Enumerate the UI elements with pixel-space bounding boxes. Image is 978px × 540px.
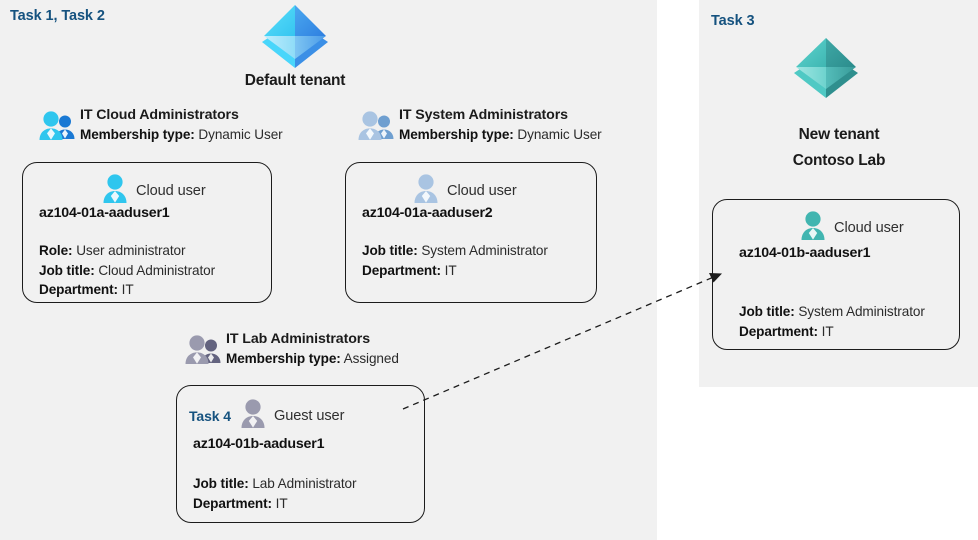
user-type-label: Cloud user (834, 219, 904, 236)
user-card-az104-01a-aaduser2: Cloud user az104-01a-aaduser2 Job title:… (345, 162, 597, 303)
user-properties: Job title: System Administrator Departme… (739, 302, 925, 341)
property-label: Job title: (39, 262, 95, 278)
user-property-row: Role: User administrator (39, 241, 215, 261)
user-property-row: Job title: Lab Administrator (193, 474, 357, 494)
user-properties: Job title: Lab Administrator Department:… (193, 474, 357, 514)
property-label: Job title: (739, 304, 795, 319)
group-users-icon (357, 110, 395, 142)
property-label: Job title: (193, 476, 249, 491)
user-property-row: Job title: Cloud Administrator (39, 261, 215, 281)
property-label: Department: (39, 282, 118, 297)
property-value: IT (275, 495, 288, 511)
property-value: System Administrator (798, 304, 925, 319)
property-label: Department: (193, 495, 272, 511)
user-property-row: Department: IT (739, 322, 925, 342)
property-label: Job title: (362, 243, 418, 258)
user-card-az104-01a-aaduser1: Cloud user az104-01a-aaduser1 Role: User… (22, 162, 272, 303)
user-properties: Job title: System Administrator Departme… (362, 241, 548, 280)
cloud-user-icon (101, 173, 129, 208)
property-value: System Administrator (421, 243, 548, 258)
property-value: User administrator (76, 243, 186, 258)
property-label: Department: (739, 323, 818, 339)
tenant-pyramid-icon (257, 2, 333, 68)
new-tenant-caption-line2: Contoso Lab (792, 152, 886, 169)
group-membership-type: Membership type: Assigned (226, 349, 399, 369)
user-type-label: Guest user (273, 407, 345, 424)
user-principal-name: az104-01b-aaduser1 (739, 245, 871, 261)
group-membership-value: Assigned (343, 351, 399, 366)
task-label-3: Task 3 (711, 13, 755, 29)
task-label-1-2: Task 1, Task 2 (10, 8, 105, 24)
group-name: IT System Administrators (399, 107, 568, 123)
cloud-user-icon (412, 173, 440, 208)
user-property-row: Job title: System Administrator (362, 241, 548, 261)
property-value: IT (444, 262, 457, 278)
group-users-icon (184, 334, 222, 366)
property-value: IT (121, 282, 134, 297)
user-principal-name: az104-01a-aaduser1 (39, 205, 170, 221)
property-label: Role: (39, 243, 73, 258)
cloud-user-icon (799, 210, 827, 245)
user-property-row: Department: IT (362, 261, 548, 281)
card-header: Task 4 Guest user (189, 398, 344, 433)
user-property-row: Department: IT (39, 280, 215, 300)
group-users-icon (38, 110, 76, 142)
group-membership-value: Dynamic User (517, 127, 602, 142)
guest-user-icon (239, 398, 267, 433)
task-label-4: Task 4 (189, 407, 231, 424)
group-membership-label: Membership type: (80, 127, 195, 142)
default-tenant-panel (0, 0, 657, 540)
user-type-label: Cloud user (136, 182, 206, 199)
group-membership-label: Membership type: (226, 351, 341, 366)
group-membership-type: Membership type: Dynamic User (80, 125, 283, 145)
user-principal-name: az104-01a-aaduser2 (362, 205, 493, 221)
card-header: Cloud user (101, 173, 206, 208)
group-name: IT Cloud Administrators (80, 107, 239, 123)
property-value: Cloud Administrator (98, 262, 216, 278)
user-properties: Role: User administrator Job title: Clou… (39, 241, 215, 300)
new-tenant-caption-line1: New tenant (798, 126, 880, 143)
user-type-label: Cloud user (447, 182, 517, 199)
user-property-row: Job title: System Administrator (739, 302, 925, 322)
property-value: Lab Administrator (252, 476, 357, 491)
group-membership-type: Membership type: Dynamic User (399, 125, 602, 145)
default-tenant-caption: Default tenant (244, 72, 346, 89)
property-label: Department: (362, 262, 441, 278)
card-header: Cloud user (799, 210, 904, 245)
user-property-row: Department: IT (193, 494, 356, 514)
card-header: Cloud user (412, 173, 517, 208)
tenant-pyramid-icon (790, 36, 862, 98)
user-principal-name: az104-01b-aaduser1 (193, 436, 325, 452)
group-membership-value: Dynamic User (198, 127, 283, 142)
group-name: IT Lab Administrators (226, 331, 370, 347)
property-value: IT (821, 323, 834, 339)
user-card-guest-az104-01b-aaduser1: Task 4 Guest user az104-01b-aaduser1 Job… (176, 385, 425, 523)
group-membership-label: Membership type: (399, 127, 514, 142)
user-card-new-tenant-az104-01b-aaduser1: Cloud user az104-01b-aaduser1 Job title:… (712, 199, 960, 350)
